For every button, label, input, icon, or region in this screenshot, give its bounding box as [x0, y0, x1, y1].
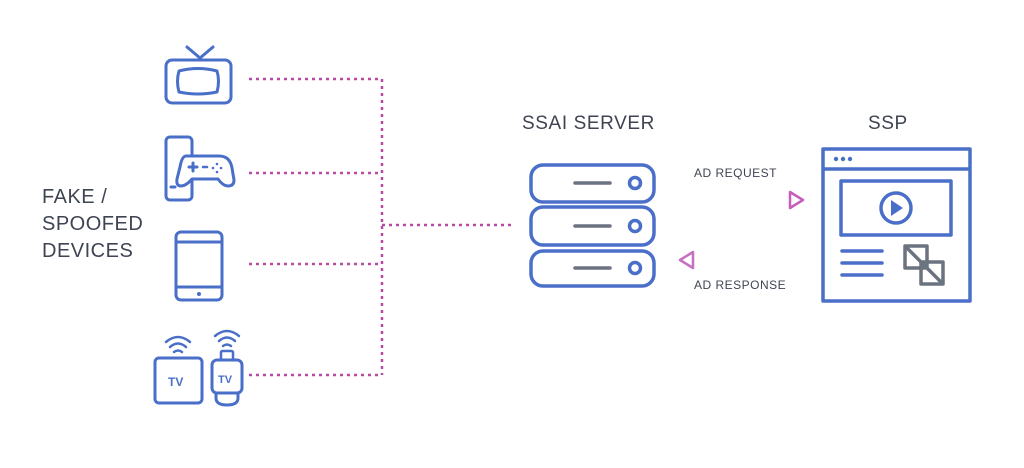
devices-label-line-2: SPOOFED [42, 213, 144, 235]
server-icon [529, 163, 656, 288]
devices-label-line-3: DEVICES [42, 240, 134, 262]
image-icon [903, 244, 945, 286]
browser-window-icon [821, 147, 972, 303]
tv-stick-text: TV [218, 374, 233, 386]
tv-box-text: TV [168, 375, 183, 389]
devices-label: FAKE / SPOOFED DEVICES [42, 184, 143, 265]
wifi-tv-box-icon [153, 335, 204, 405]
play-icon [879, 191, 913, 225]
wifi-tv-stick-icon [210, 329, 244, 407]
ad-request-arrow [680, 190, 805, 210]
dotted-connectors [249, 77, 514, 377]
smartphone-icon [174, 230, 224, 302]
devices-label-line-1: FAKE / [42, 186, 108, 208]
ssai-server-label: SSAI SERVER [522, 113, 655, 134]
text-lines-icon [840, 249, 884, 277]
tv-icon [164, 45, 233, 105]
game-console-icon [164, 135, 236, 202]
ad-response-arrow [678, 250, 803, 270]
ssp-label: SSP [868, 113, 908, 134]
ad-request-label: AD REQUEST [694, 166, 778, 180]
ad-response-label: AD RESPONSE [694, 278, 787, 292]
